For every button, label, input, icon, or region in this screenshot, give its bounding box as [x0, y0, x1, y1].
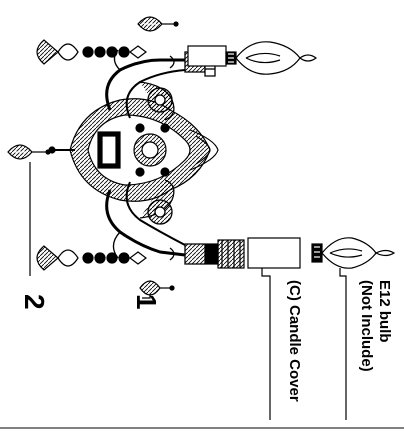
candle-cover: [247, 237, 301, 269]
upper-crystal-strand: [36, 39, 147, 65]
leader-part1: [142, 294, 151, 299]
bulb-label-line1: E12 bulb: [376, 280, 393, 343]
bulb-label-line2: (Not Include): [358, 280, 375, 372]
chandelier-body: [48, 98, 219, 202]
lower-arm: [105, 179, 206, 265]
leader-candle-cover: [261, 268, 271, 420]
lower-crystal-strand: [36, 245, 147, 271]
bottom-crystal: [139, 280, 175, 296]
left-crystal: [7, 144, 51, 160]
lower-candle: [205, 237, 396, 269]
part-number-2: 2: [19, 294, 50, 310]
top-crystal: [137, 16, 179, 32]
leader-lines: [29, 162, 347, 420]
candle-cover-label: (C) Candle Cover: [286, 280, 303, 402]
leader-bulb: [339, 268, 347, 420]
upper-candle: [187, 41, 318, 75]
part-number-1: 1: [131, 294, 162, 310]
